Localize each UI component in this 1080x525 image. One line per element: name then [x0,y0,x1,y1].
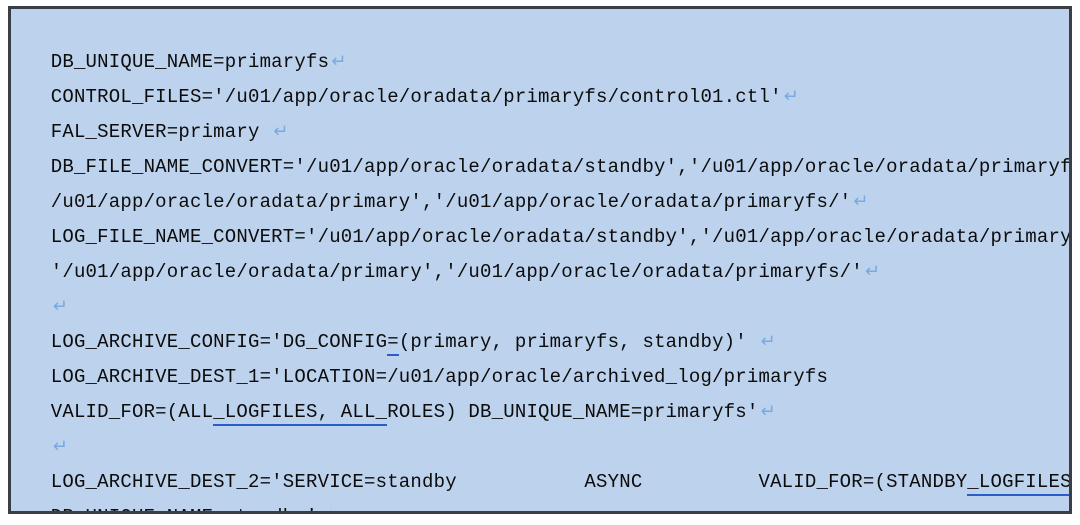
config-line[interactable]: CONTROL_FILES='/u01/app/oracle/oradata/p… [11,44,1069,108]
paragraph-mark-icon: ↵ [331,51,347,72]
config-line-text: DB_FILE_NAME_CONVERT='/u01/app/oracle/or… [50,156,1072,178]
paragraph-mark-icon: ↵ [760,401,776,422]
config-line-blank[interactable]: ↵ [11,394,1069,457]
config-line-segment: VALID_FOR=(ALL [50,401,214,423]
config-line-text: LOG_FILE_NAME_CONVERT='/u01/app/oracle/o… [50,226,1072,248]
config-line[interactable]: FAL_SERVER=primary ↵ [11,79,1069,143]
config-line-text: '/u01/app/oracle/oradata/primary','/u01/… [50,261,863,283]
config-line[interactable]: LOG_ARCHIVE_DEST_STATE_2=ENABLE↵ [11,499,1069,511]
paragraph-mark-icon: ↵ [760,331,776,352]
config-line[interactable]: DB_UNIQUE_NAME=primaryfs↵ [11,9,1069,73]
spellcheck-underlined-text: = [387,331,399,356]
config-line-blank[interactable]: ↵ [11,254,1069,317]
config-line-segment: ROLES) DB_UNIQUE_NAME=primaryfs' [387,401,759,423]
config-line[interactable]: DB_UNIQUE_NAME=standby'↵ [11,464,1069,511]
config-line-text: /u01/app/oracle/oradata/primary','/u01/a… [50,191,852,213]
paragraph-mark-icon: ↵ [273,121,289,142]
config-line-segment: LOG_ARCHIVE_DEST_2='SERVICE=standby ASYN… [50,471,968,493]
config-line[interactable]: LOG_ARCHIVE_DEST_1='LOCATION=/u01/app/or… [11,324,1069,388]
config-line[interactable]: DB_FILE_NAME_CONVERT='/u01/app/oracle/or… [11,114,1069,178]
config-text-block[interactable]: DB_UNIQUE_NAME=primaryfs↵ CONTROL_FILES=… [8,6,1072,514]
config-line-segment: LOG_ARCHIVE_CONFIG='DG_CONFIG [50,331,388,353]
config-line[interactable]: /u01/app/oracle/oradata/primary','/u01/a… [11,149,1069,213]
spellcheck-underlined-text: _LOGFILES, ALL_ [213,401,388,426]
config-line-text: DB_UNIQUE_NAME=primaryfs [50,51,330,73]
config-line[interactable]: LOG_ARCHIVE_CONFIG='DG_CONFIG=(primary, … [11,289,1069,356]
config-line[interactable]: LOG_ARCHIVE_DEST_2='SERVICE=standby ASYN… [11,429,1069,496]
config-line-text: LOG_ARCHIVE_DEST_1='LOCATION=/u01/app/or… [50,366,829,388]
paragraph-mark-icon: ↵ [318,506,335,511]
spellcheck-underlined-text: _LOGFILES, STANDBY_ [967,471,1069,496]
config-line[interactable]: '/u01/app/oracle/oradata/primary','/u01/… [11,219,1069,283]
config-line-text: CONTROL_FILES='/u01/app/oracle/oradata/p… [50,86,782,108]
config-line[interactable]: VALID_FOR=(ALL_LOGFILES, ALL_ROLES) DB_U… [11,359,1069,426]
config-line-segment: (primary, primaryfs, standby)' [398,331,759,353]
paragraph-mark-icon: ↵ [52,436,68,457]
paragraph-mark-icon: ↵ [853,191,869,212]
config-line-text: DB_UNIQUE_NAME=standby' [51,506,318,511]
paragraph-mark-icon: ↵ [864,261,880,282]
paragraph-mark-icon: ↵ [52,296,68,317]
paragraph-mark-icon: ↵ [783,86,799,107]
config-line[interactable]: LOG_FILE_NAME_CONVERT='/u01/app/oracle/o… [11,184,1069,248]
config-line-text: FAL_SERVER=primary [50,121,272,143]
